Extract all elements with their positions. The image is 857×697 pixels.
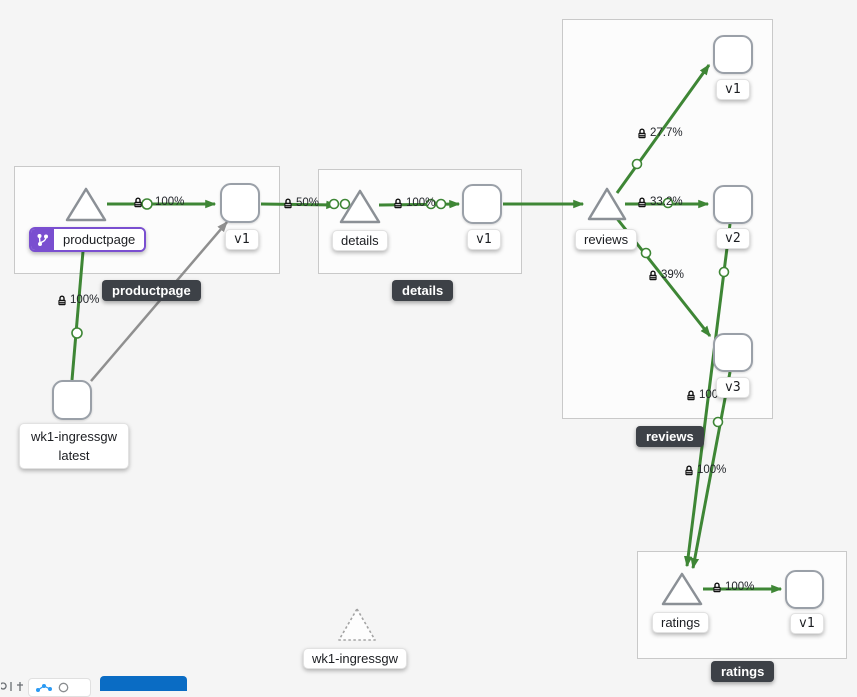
node-productpage-v1[interactable] [220,183,260,223]
node-reviews-v1[interactable] [713,35,753,74]
legend-button[interactable] [100,676,187,691]
node-ratings-service[interactable] [660,571,704,608]
group-label-reviews: reviews [636,426,704,447]
node-label-idle-gateway: wk1-ingressgw [303,648,407,669]
mtls-lock-icon [638,128,646,138]
node-label: v1 [716,79,750,100]
node-idle-gateway[interactable] [336,606,378,644]
mtls-lock-icon [649,270,657,280]
mtls-lock-icon [134,197,142,207]
edge-label: 100% [133,196,184,208]
node-label: ratings [652,612,710,633]
node-productpage-service[interactable] [64,186,108,224]
mtls-lock-icon [58,295,66,305]
edge-label: 100% [57,294,99,306]
node-ratings-v1[interactable] [785,570,824,609]
node-label: v1 [467,229,501,250]
node-details-service[interactable] [338,188,382,226]
mtls-lock-icon [394,198,402,208]
group-label-details: details [392,280,454,301]
node-reviews-v3[interactable] [713,333,753,372]
node-label: details [332,230,388,251]
mtls-lock-icon [638,197,646,207]
graph-icon [36,683,52,692]
group-label-ratings: ratings [711,661,775,682]
node-reviews-v2[interactable] [713,185,753,224]
productpage-service-label: productpage [29,227,147,252]
edge-label: 50% [283,197,319,209]
edge-label: 33.2% [637,196,683,208]
node-label: v1 [790,613,824,634]
mtls-lock-icon [685,465,693,475]
traffic-routing-icon [31,229,54,250]
node-label: v2 [716,228,750,249]
node-label: v3 [716,377,750,398]
edge-label: 27.7% [637,127,683,139]
traffic-point [71,327,83,339]
node-label: reviews [575,229,638,250]
edge-label: 100% [684,464,726,476]
node-ingress-workload[interactable] [52,380,92,420]
node-label-ingress: wk1-ingressgw latest [19,423,129,469]
mtls-lock-icon [687,390,695,400]
mtls-lock-icon [713,582,721,592]
edge-label: 100% [393,197,435,209]
graph-settings-card[interactable] [28,678,91,697]
edge-label: 39% [648,269,684,281]
node-label: v1 [225,229,259,250]
group-label-productpage: productpage [102,280,201,301]
node-details-v1[interactable] [462,184,502,224]
node-reviews-service[interactable] [586,186,628,223]
history-icon [58,682,69,693]
mtls-lock-icon [284,198,292,208]
edge-label: 100% [712,581,754,593]
zoom-controls-partial[interactable] [0,679,23,694]
